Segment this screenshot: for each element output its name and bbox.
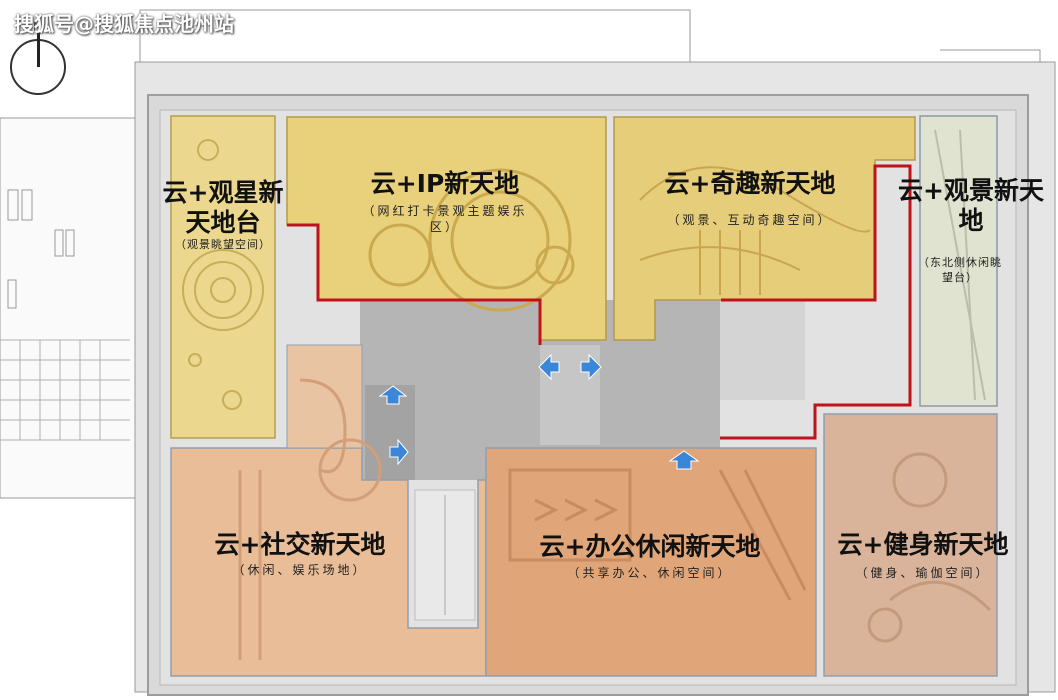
zone-quqi-title: 云+奇趣新天地	[664, 169, 836, 198]
zone-social-title: 云+社交新天地	[214, 530, 386, 559]
red-boundary-lines	[287, 164, 912, 440]
zone-star-decor	[182, 139, 264, 410]
zone-quqi-subtitle: （观景、互动奇趣空间）	[667, 213, 833, 227]
watermark: 搜狐号@搜狐焦点池州站	[14, 12, 234, 36]
zone-office-decor	[508, 468, 807, 601]
arrow-up-icon	[668, 450, 700, 470]
zone-view-subtitle: （东北侧休闲眺望台）	[918, 256, 1002, 284]
compass-icon	[10, 31, 66, 95]
zone-star-subtitle: （观景眺望空间）	[175, 238, 271, 251]
zone-quqi-decor	[639, 166, 871, 295]
zone-social-decor	[238, 378, 382, 660]
zone-office-title: 云+办公休闲新天地	[539, 532, 761, 561]
zone-star-title: 云+观星新天地台	[162, 178, 284, 237]
zone-ip-subtitle: （网红打卡景观主题娱乐区）	[362, 204, 528, 235]
zone-social-upper	[286, 344, 363, 449]
zone-office-area	[485, 447, 817, 677]
zone-social-subtitle: （休闲、娱乐场地）	[232, 563, 368, 577]
zone-fitness-subtitle: （健身、瑜伽空间）	[855, 566, 991, 580]
zone-social-area	[170, 447, 487, 677]
zone-view-decor	[934, 129, 986, 401]
zone-ip-decor	[368, 168, 575, 312]
arrow-up-icon	[378, 385, 408, 405]
arrow-left-icon	[538, 353, 560, 381]
zone-fitness-area	[823, 413, 998, 677]
arrow-right-icon	[389, 438, 409, 466]
zone-ip-title: 云+IP新天地	[370, 169, 520, 198]
compass-label: N	[33, 20, 42, 34]
zone-office-subtitle: （共享办公、休闲空间）	[567, 566, 733, 580]
zone-fitness-decor	[867, 452, 992, 643]
zone-view-title: 云+观景新天地	[898, 176, 1044, 235]
arrow-right-icon	[580, 353, 602, 381]
zone-fitness-title: 云+健身新天地	[837, 530, 1009, 559]
